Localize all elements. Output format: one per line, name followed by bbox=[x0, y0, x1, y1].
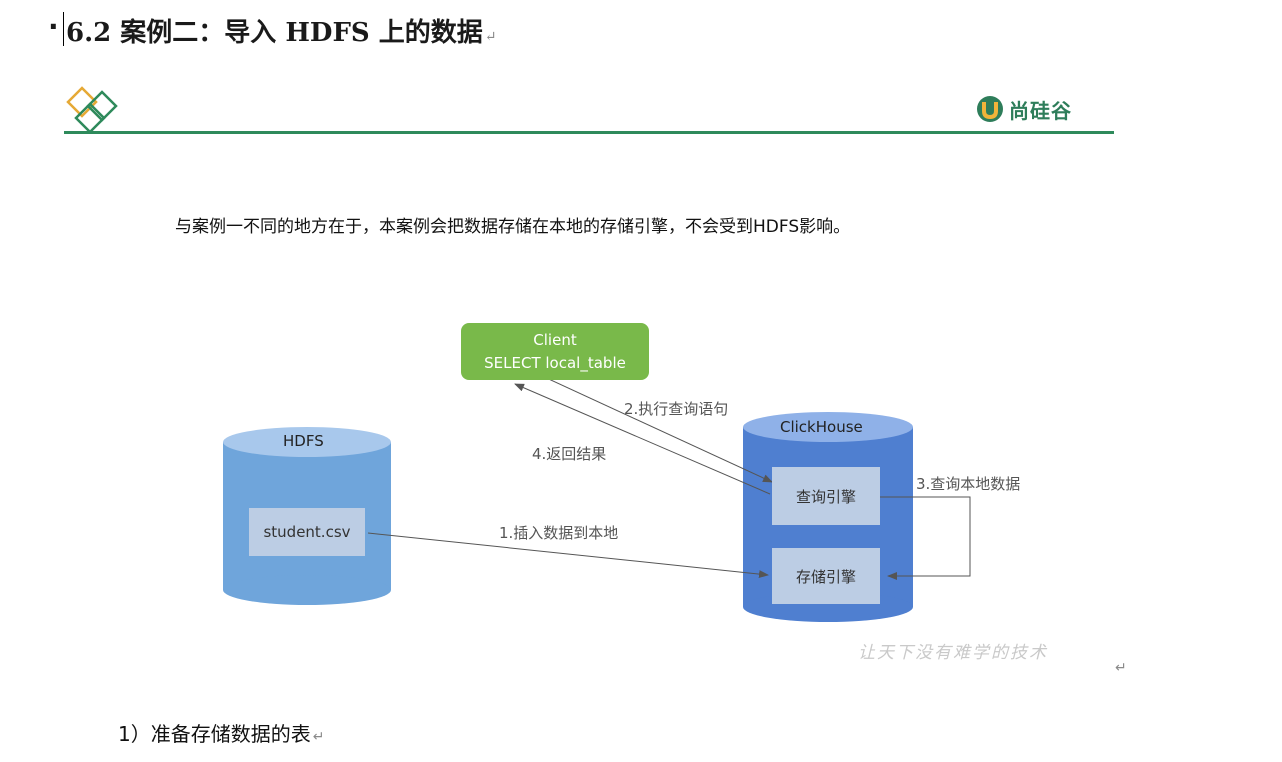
intro-text: 与案例一不同的地方在于，本案例会把数据存储在本地的存储引擎，不会受到HDFS影响… bbox=[175, 217, 851, 237]
section-title: 6.2 案例二：导入 HDFS 上的数据↵ bbox=[66, 12, 496, 49]
arrow-label-step2: 2.执行查询语句 bbox=[624, 400, 729, 418]
brand-logo: 尚硅谷 bbox=[975, 94, 1072, 124]
arrow-query-local bbox=[880, 496, 971, 580]
arrow-label-step3: 3.查询本地数据 bbox=[916, 475, 1021, 493]
brand-name: 尚硅谷 bbox=[1009, 98, 1072, 123]
arrow-label-step4: 4.返回结果 bbox=[532, 445, 607, 463]
storage-engine-box: 存储引擎 bbox=[772, 548, 880, 604]
client-query: SELECT local_table bbox=[484, 353, 626, 372]
paragraph-mark-icon: ↵ bbox=[312, 729, 325, 745]
paragraph-mark-icon: ↵ bbox=[1115, 660, 1127, 676]
section-title-text: 6.2 案例二：导入 HDFS 上的数据 bbox=[66, 18, 483, 48]
arrow-label-step1: 1.插入数据到本地 bbox=[499, 524, 619, 542]
brand-u-icon bbox=[977, 96, 1003, 122]
hdfs-title: HDFS bbox=[283, 432, 324, 450]
clickhouse-title: ClickHouse bbox=[780, 418, 863, 436]
arrow-execute-query bbox=[539, 374, 773, 483]
client-title: Client bbox=[533, 330, 577, 349]
arrow-return-result bbox=[514, 383, 771, 495]
arrow-insert bbox=[367, 532, 769, 579]
query-engine-box: 查询引擎 bbox=[772, 467, 880, 525]
student-csv-label: student.csv bbox=[263, 523, 351, 541]
step-heading: 1）准备存储数据的表↵ bbox=[118, 718, 324, 747]
student-csv-box: student.csv bbox=[249, 508, 365, 556]
slide-header-divider bbox=[64, 131, 1114, 134]
paragraph-mark-icon: ↵ bbox=[484, 29, 497, 45]
slide-watermark: 让天下没有难学的技术 bbox=[858, 643, 1048, 663]
text-cursor bbox=[63, 12, 64, 46]
query-engine-label: 查询引擎 bbox=[795, 487, 856, 506]
step-heading-text: 1）准备存储数据的表 bbox=[118, 722, 311, 746]
client-box: Client SELECT local_table bbox=[461, 323, 649, 380]
storage-engine-label: 存储引擎 bbox=[795, 567, 856, 586]
bullet-marker: · bbox=[48, 10, 59, 43]
